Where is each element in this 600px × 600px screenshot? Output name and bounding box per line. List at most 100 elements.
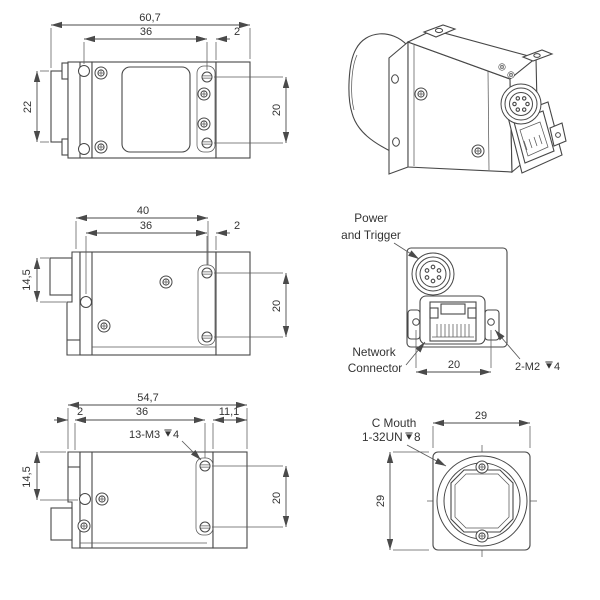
screw-boss-outline (196, 65, 216, 153)
front-plate-3d (388, 40, 409, 175)
front-plate-tab (61, 138, 69, 156)
dim-text-hole-span: 20 (448, 359, 460, 371)
pin (430, 278, 436, 284)
screw-slot-icon (201, 71, 213, 83)
dim-bottom-span: 36 (75, 406, 206, 458)
connector-ring (419, 260, 447, 288)
screw-slot-icon (199, 521, 211, 533)
pin (436, 275, 442, 280)
camera-body-outline (79, 251, 217, 356)
screw-cross-icon (97, 319, 111, 333)
dim-text-offset: 2 (234, 220, 240, 232)
dim-side-lens-height: 14,5 (21, 257, 66, 303)
screw-slot-icon (199, 460, 211, 472)
pin (430, 264, 436, 270)
back-housing-outline (215, 251, 251, 356)
dim-top-lens-width: 22 (22, 70, 49, 143)
pin (525, 101, 530, 107)
dim-text-overall: 40 (137, 205, 149, 217)
plate-hole (392, 137, 400, 147)
screw-cross-icon (197, 87, 211, 101)
screw-slot-icon (201, 331, 213, 343)
depth-symbol-icon (404, 432, 414, 441)
screw-cross-icon (475, 460, 489, 474)
screw-cross-icon (498, 63, 506, 71)
screw-cross-icon (94, 140, 108, 154)
dim-bottom-overall: 54,7 (67, 392, 248, 449)
dim-front-width: 29 (432, 410, 531, 448)
dim-text-screw-span: 20 (271, 104, 283, 116)
depth-symbol-icon (544, 361, 554, 370)
top-view: 60,7 36 2 22 20 (22, 12, 290, 159)
screw-cross-icon (94, 66, 108, 80)
dim-text-height: 29 (375, 495, 387, 507)
dim-bottom-screw-span: 20 (212, 465, 290, 528)
rj45-tab (467, 307, 477, 319)
dim-bottom-lens-height: 14,5 (21, 451, 78, 501)
isometric-view (348, 24, 567, 175)
rj45-tab (429, 307, 439, 319)
screw-cross-icon (159, 275, 173, 289)
screw-slot-icon (201, 137, 213, 149)
mount-label-text: C Mouth (372, 416, 417, 430)
dim-text-lens-width: 22 (22, 101, 34, 113)
power-label-line1: Power (354, 211, 388, 225)
dim-top-offset: 2 (193, 26, 240, 60)
lens-contour-line (351, 54, 358, 111)
dim-text-offset: 2 (77, 406, 83, 418)
power-label-line2: and Trigger (341, 228, 401, 242)
thread-callout-text: 2-M2 (515, 361, 540, 373)
m2-screw-hole (412, 318, 420, 326)
dim-side-span: 36 (85, 220, 208, 294)
sensor-cavity-octagon (450, 469, 514, 533)
dim-top-span: 36 (83, 26, 208, 70)
label-network-connector: Network Connector (348, 341, 426, 375)
rj45-jack-outline (429, 301, 477, 342)
thread-depth-text: 4 (554, 361, 560, 373)
lens-barrel-outline (49, 257, 73, 296)
leader-line (406, 444, 447, 467)
dim-front-height: 29 (375, 451, 429, 551)
back-housing-outline (212, 451, 248, 549)
mount-depth-text: 8 (414, 430, 421, 444)
screw-boss-outline (195, 457, 214, 536)
dim-bottom-back-length: 11,1 (212, 406, 247, 449)
power-connector-3d (500, 83, 542, 125)
camera-body-outline (91, 61, 217, 159)
rj45-latch (440, 303, 466, 315)
back-view: Power and Trigger Network Connector 20 2… (341, 211, 560, 376)
dim-text-offset: 2 (234, 26, 240, 38)
plate-hole (391, 74, 399, 84)
dim-text-span: 36 (140, 26, 152, 38)
thread-depth-text: 4 (173, 429, 179, 441)
wing-hole (555, 132, 561, 138)
top-recess-outline (121, 66, 191, 153)
pin (512, 101, 517, 107)
pin (424, 275, 430, 280)
rj45-pins (523, 134, 543, 151)
dim-text-overall: 54,7 (137, 392, 158, 404)
screw-cross-icon (475, 529, 489, 543)
connector-ring (509, 92, 533, 116)
pin (515, 107, 521, 112)
dim-side-screw-span: 20 (214, 272, 290, 338)
front-plate-tab (61, 62, 69, 80)
dim-text-span: 36 (136, 406, 148, 418)
tab-hole (533, 53, 541, 58)
m2-screw-hole (487, 318, 495, 326)
lens-barrel-outline (50, 70, 69, 143)
leader-line (405, 341, 426, 366)
pin (424, 268, 430, 273)
leader-line (494, 329, 521, 360)
through-hole (78, 143, 90, 155)
screw-slot-icon (201, 267, 213, 279)
sensor-cavity-octagon-inner (454, 473, 510, 529)
leader-line (393, 242, 420, 260)
dim-back-hole-span: 20 (415, 330, 492, 376)
dim-text-span: 36 (140, 220, 152, 232)
dim-text-screw-span: 20 (271, 300, 283, 312)
dim-top-screw-span: 20 (214, 76, 290, 144)
dim-side-overall: 40 (75, 205, 209, 265)
dim-text-lens-height: 14,5 (21, 269, 33, 290)
